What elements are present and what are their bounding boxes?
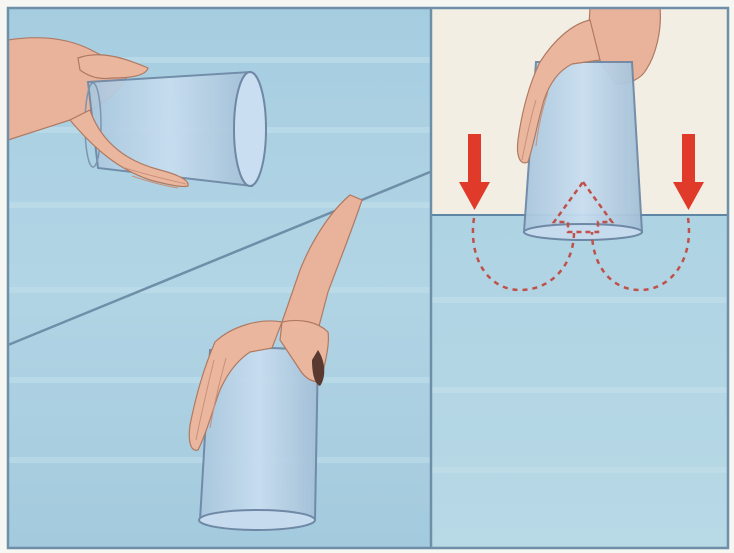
right-panel: [432, 8, 728, 548]
right-panel-water: [432, 215, 728, 548]
left-panel: [8, 8, 430, 548]
drinking-glass-icon: [85, 72, 266, 186]
